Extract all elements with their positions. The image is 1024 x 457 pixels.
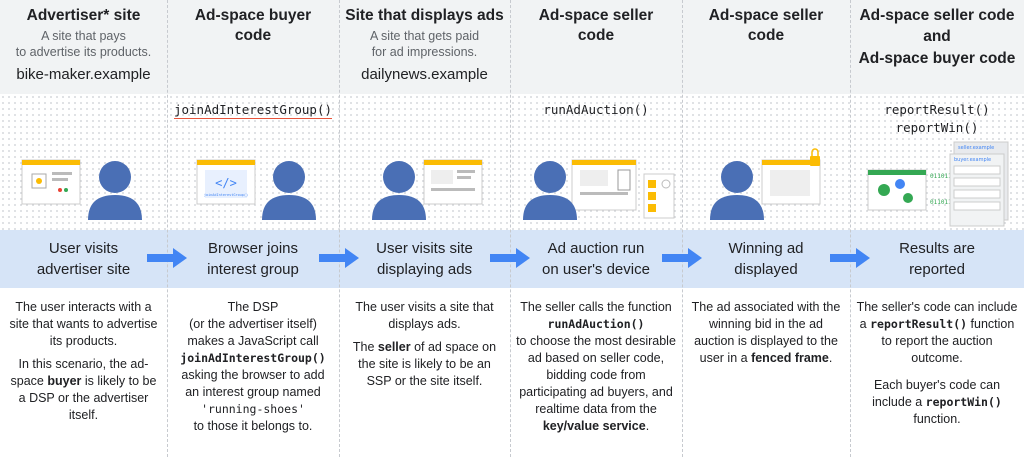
column-description: The ad associated with the winning bid i…: [691, 300, 841, 365]
column-description: The user visits a site that displays ads…: [352, 300, 497, 388]
column-reporting: Ad-space seller code and Ad-space buyer …: [850, 0, 1024, 457]
column-description: The user interacts with a site that want…: [9, 300, 158, 422]
advertiser-illustration: [21, 159, 142, 220]
column-publisher-site: Site that displays ads A site that gets …: [339, 0, 511, 457]
code-label: reportResult() reportWin(): [884, 102, 990, 135]
column-title: Ad-space buyer code: [194, 7, 312, 44]
arrow-right-icon: [319, 248, 359, 268]
column-description: The seller calls the function runAdAucti…: [516, 300, 676, 433]
arrow-right-icon: [830, 248, 870, 268]
svg-text:</>: </>: [215, 176, 237, 190]
flow-step: User visits site displaying ads: [376, 240, 473, 278]
code-label: joinAdInterestGroup(): [173, 102, 333, 119]
column-subtitle: A site that gets paid for ad impressions…: [369, 29, 480, 59]
svg-text:joinAdInterestGroup(): joinAdInterestGroup(): [204, 193, 248, 197]
column-domain: bike-maker.example: [16, 66, 151, 83]
column-title: Ad-space seller code: [538, 7, 654, 44]
column-buyer-code: Ad-space buyer code joinAdInterestGroup(…: [167, 0, 340, 457]
column-advertiser-site: Advertiser* site A site that pays to adv…: [0, 0, 168, 457]
flow-step: Ad auction run on user's device: [542, 240, 650, 278]
flow-step: Browser joins interest group: [207, 240, 299, 278]
column-title-2: Ad-space buyer code: [858, 50, 1016, 67]
fenced-frame-illustration: [710, 148, 821, 220]
arrow-right-icon: [147, 248, 187, 268]
code-label: runAdAuction(): [543, 102, 649, 117]
column-title: Site that displays ads: [345, 7, 504, 24]
svg-text:buyer.example: buyer.example: [954, 157, 991, 163]
publisher-illustration: [372, 159, 483, 220]
column-description: The DSP (or the advertiser itself) makes…: [180, 300, 326, 433]
column-description: The seller's code can include a reportRe…: [856, 300, 1018, 426]
flow-step: User visits advertiser site: [36, 240, 131, 278]
svg-text:seller.example: seller.example: [958, 145, 994, 151]
column-seller-code-auction: Ad-space seller code runAdAuction() Ad a…: [510, 0, 683, 457]
auction-illustration: [523, 159, 675, 220]
column-subtitle: A site that pays to advertise its produc…: [15, 29, 152, 59]
column-title-and: and: [923, 28, 951, 45]
svg-text:0110111: 0110111: [930, 173, 956, 180]
column-seller-code-display: Ad-space seller code Winning ad displaye…: [682, 0, 851, 457]
column-title: Ad-space seller code: [708, 7, 824, 44]
flow-step: Results are reported: [899, 240, 975, 278]
flow-step: Winning ad displayed: [728, 240, 804, 278]
arrow-right-icon: [662, 248, 702, 268]
column-title: Ad-space seller code: [859, 7, 1015, 24]
reporting-illustration: 0110111 0110111 seller.example buyer.exa…: [867, 141, 1009, 227]
arrow-right-icon: [490, 248, 530, 268]
code-band: [0, 94, 1024, 230]
svg-text:0110111: 0110111: [930, 199, 956, 206]
header-band: [0, 0, 1024, 94]
browser-illustration: </> joinAdInterestGroup(): [196, 159, 316, 220]
column-domain: dailynews.example: [361, 66, 488, 83]
column-title: Advertiser* site: [26, 7, 141, 24]
